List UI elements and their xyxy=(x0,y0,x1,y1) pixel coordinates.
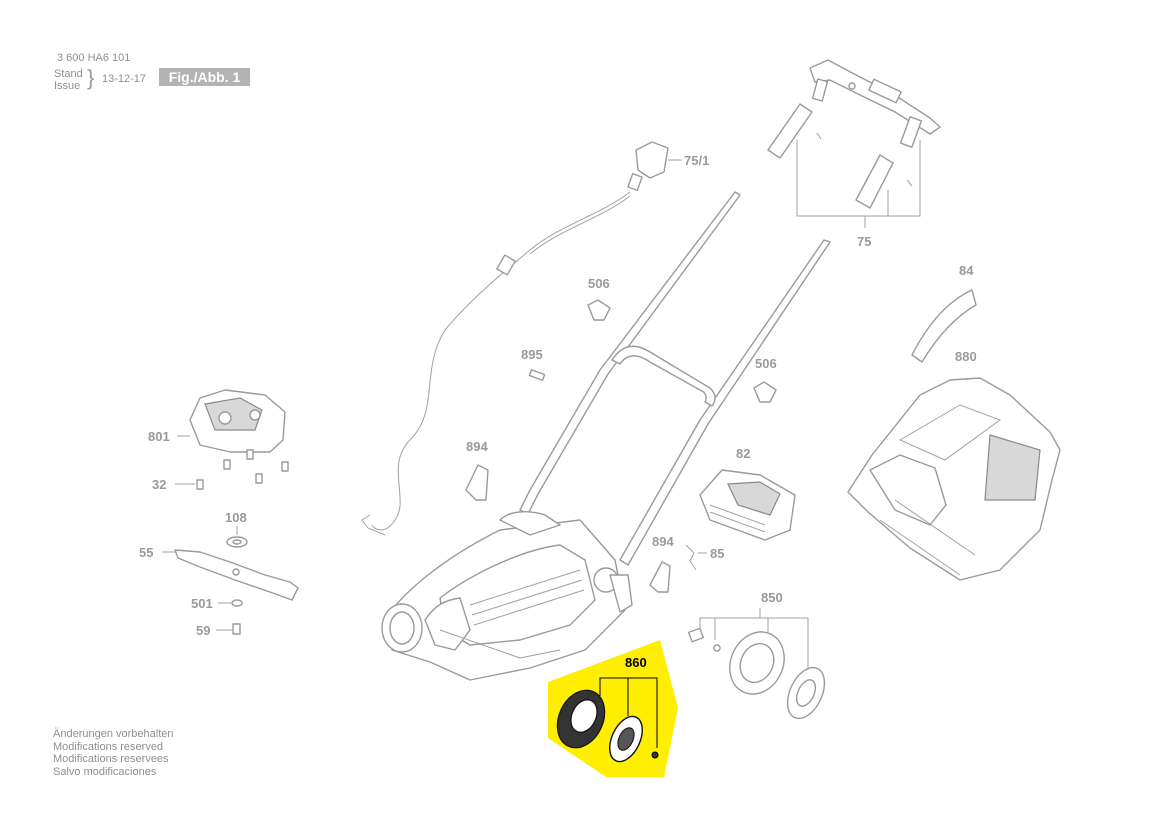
screw-59[interactable] xyxy=(232,623,241,635)
blade-55[interactable] xyxy=(174,549,299,601)
note-es: Salvo modificaciones xyxy=(53,765,157,778)
cable-end xyxy=(361,514,386,536)
stand-label: Stand xyxy=(54,68,83,80)
motor-801[interactable] xyxy=(189,389,286,453)
grass-box-880[interactable] xyxy=(847,377,1061,581)
label-59: 59 xyxy=(196,623,210,638)
label-850: 850 xyxy=(761,590,783,605)
knob-506-top[interactable] xyxy=(587,299,611,321)
clamp-894-right[interactable] xyxy=(649,561,671,593)
cable-plug[interactable] xyxy=(627,141,669,191)
issue-date: 13-12-17 xyxy=(102,73,147,85)
washer-108[interactable] xyxy=(226,536,248,548)
cable-clip xyxy=(496,254,516,276)
figure-badge: Fig./Abb. 1 xyxy=(159,68,250,86)
label-75: 75 xyxy=(857,234,871,249)
label-84: 84 xyxy=(959,263,974,278)
screw-75b xyxy=(906,179,913,187)
knob-506-right[interactable] xyxy=(753,381,777,403)
handle-grip-left[interactable] xyxy=(767,103,813,159)
label-506-top: 506 xyxy=(588,276,610,291)
leader-860 xyxy=(599,677,658,748)
battery-82[interactable] xyxy=(699,469,796,541)
leader-75 xyxy=(796,140,921,228)
power-cable xyxy=(371,191,631,531)
power-cable-2 xyxy=(529,195,631,255)
handle-top-assembly[interactable] xyxy=(809,59,941,148)
screws-32[interactable] xyxy=(196,449,289,490)
label-85: 85 xyxy=(710,546,724,561)
handle-grip-right[interactable] xyxy=(855,154,894,209)
label-32: 32 xyxy=(152,477,166,492)
label-501: 501 xyxy=(191,596,213,611)
label-82: 82 xyxy=(736,446,750,461)
spring-85[interactable] xyxy=(685,544,697,571)
label-506-right: 506 xyxy=(755,356,777,371)
leader-850 xyxy=(699,608,809,670)
indicator-84[interactable] xyxy=(911,289,977,363)
pin-895[interactable] xyxy=(528,369,546,381)
issue-label: Issue xyxy=(54,80,81,92)
clamp-894-left[interactable] xyxy=(465,464,489,501)
modification-notes: Änderungen vorbehalten Modifications res… xyxy=(53,728,173,778)
label-880: 880 xyxy=(955,349,977,364)
wheel-set-860[interactable] xyxy=(548,683,659,767)
label-801: 801 xyxy=(148,429,170,444)
label-894-left: 894 xyxy=(466,439,488,454)
screw-75a xyxy=(816,132,822,140)
label-860: 860 xyxy=(625,655,647,670)
handle-tubes[interactable] xyxy=(519,191,831,566)
label-75-1: 75/1 xyxy=(684,153,709,168)
note-de: Änderungen vorbehalten xyxy=(53,728,174,740)
label-895: 895 xyxy=(521,347,543,362)
note-fr: Modifications reservees xyxy=(53,753,169,765)
doc-number: 3 600 HA6 101 xyxy=(57,52,131,64)
label-894-right: 894 xyxy=(652,534,674,549)
mower-deck[interactable] xyxy=(381,511,633,681)
washer-501[interactable] xyxy=(231,599,243,607)
label-55: 55 xyxy=(139,545,153,560)
wheel-set-850[interactable] xyxy=(687,623,832,724)
note-en: Modifications reserved xyxy=(53,740,164,753)
brace-glyph: } xyxy=(87,65,95,90)
label-108: 108 xyxy=(225,510,247,525)
